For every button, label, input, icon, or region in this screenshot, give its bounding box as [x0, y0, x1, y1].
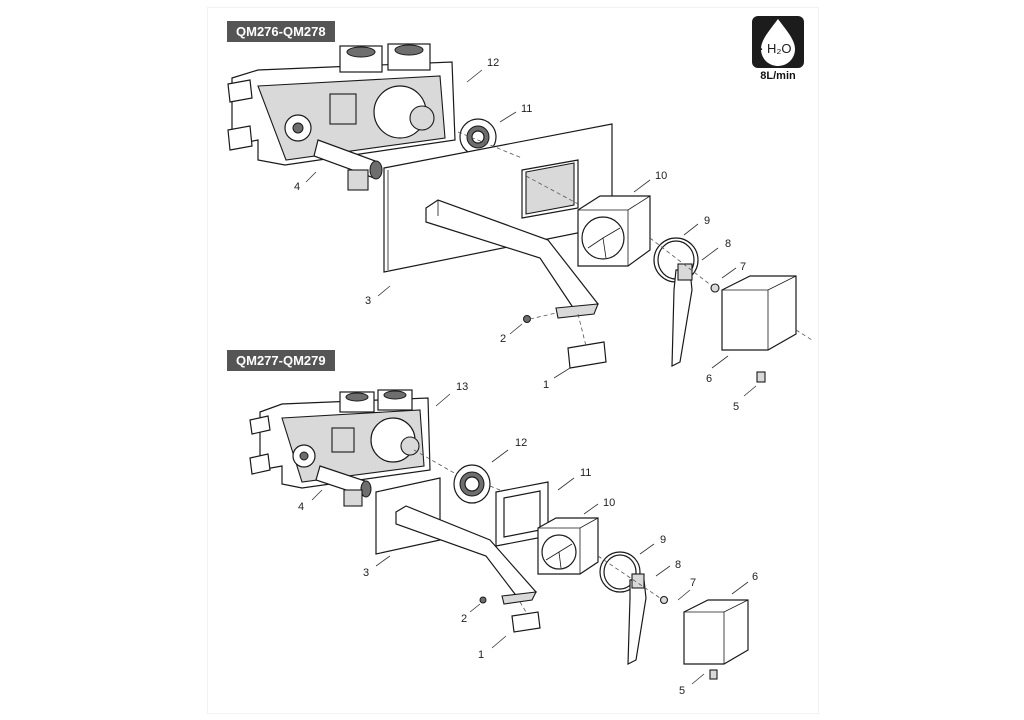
adaptor-cube-bottom: [537, 517, 599, 575]
callout-12: 12: [487, 57, 499, 69]
callout-3: 3: [365, 295, 371, 307]
cover-cube-bottom: [683, 599, 749, 665]
callout-1: 1: [478, 649, 484, 661]
adaptor-cube-top: [577, 195, 651, 267]
callout-8: 8: [675, 559, 681, 571]
spout-top: [425, 199, 599, 319]
callout-4: 4: [298, 501, 304, 513]
callout-13: 13: [456, 381, 468, 393]
callout-2: 2: [461, 613, 467, 625]
concealed-body-bottom: [249, 389, 431, 507]
callout-2: 2: [500, 333, 506, 345]
callout-10: 10: [603, 497, 615, 509]
flow-rate-label: 8L/min: [760, 70, 796, 82]
callouts-bottom: 13 12 11 10 9 8 7 6 5 4 3 2 1: [298, 381, 758, 697]
callout-1: 1: [543, 379, 549, 391]
lever-handle-top: [653, 237, 699, 367]
spacer-ring-bottom: [453, 464, 491, 504]
model-label-top: QM276-QM278: [227, 21, 335, 42]
lever-handle-bottom: [599, 551, 647, 665]
spout-bottom: [395, 505, 538, 605]
callout-11: 11: [580, 467, 591, 479]
callout-12: 12: [515, 437, 527, 449]
model-label-bottom: QM277-QM279: [227, 350, 335, 371]
callout-3: 3: [363, 567, 369, 579]
screw-bottom: [659, 595, 669, 605]
callout-6: 6: [706, 373, 712, 385]
callout-7: 7: [740, 261, 746, 273]
callout-9: 9: [660, 534, 666, 546]
callout-5: 5: [733, 401, 739, 413]
assembly-top: [227, 43, 813, 383]
callout-10: 10: [655, 170, 667, 182]
aerator-bottom: [479, 596, 541, 633]
grub-screw-top: [756, 371, 766, 383]
callout-5: 5: [679, 685, 685, 697]
cover-cube-top: [721, 275, 797, 351]
callout-8: 8: [725, 238, 731, 250]
wall-plate-top: [383, 123, 613, 273]
frame-plate-bottom: [495, 481, 549, 547]
water-saving-badge: - H₂O 8L/min: [752, 16, 804, 86]
callout-9: 9: [704, 215, 710, 227]
callout-7: 7: [690, 577, 696, 589]
aerator-top: [523, 315, 607, 369]
callout-11: 11: [521, 103, 532, 115]
assembly-bottom: [249, 389, 749, 680]
grub-screw-bottom: [709, 669, 718, 680]
concealed-body-top: [227, 43, 456, 191]
spacer-ring-top: [459, 118, 497, 156]
callouts-top: 12 11 10 9 8 7 6 5 4 3 2 1: [294, 57, 757, 413]
callout-4: 4: [294, 181, 300, 193]
callout-6: 6: [752, 571, 758, 583]
water-drop-icon: - H₂O: [752, 16, 804, 68]
water-symbol: H₂O: [767, 41, 792, 56]
screw-top: [710, 283, 720, 293]
water-prefix: -: [758, 40, 763, 56]
